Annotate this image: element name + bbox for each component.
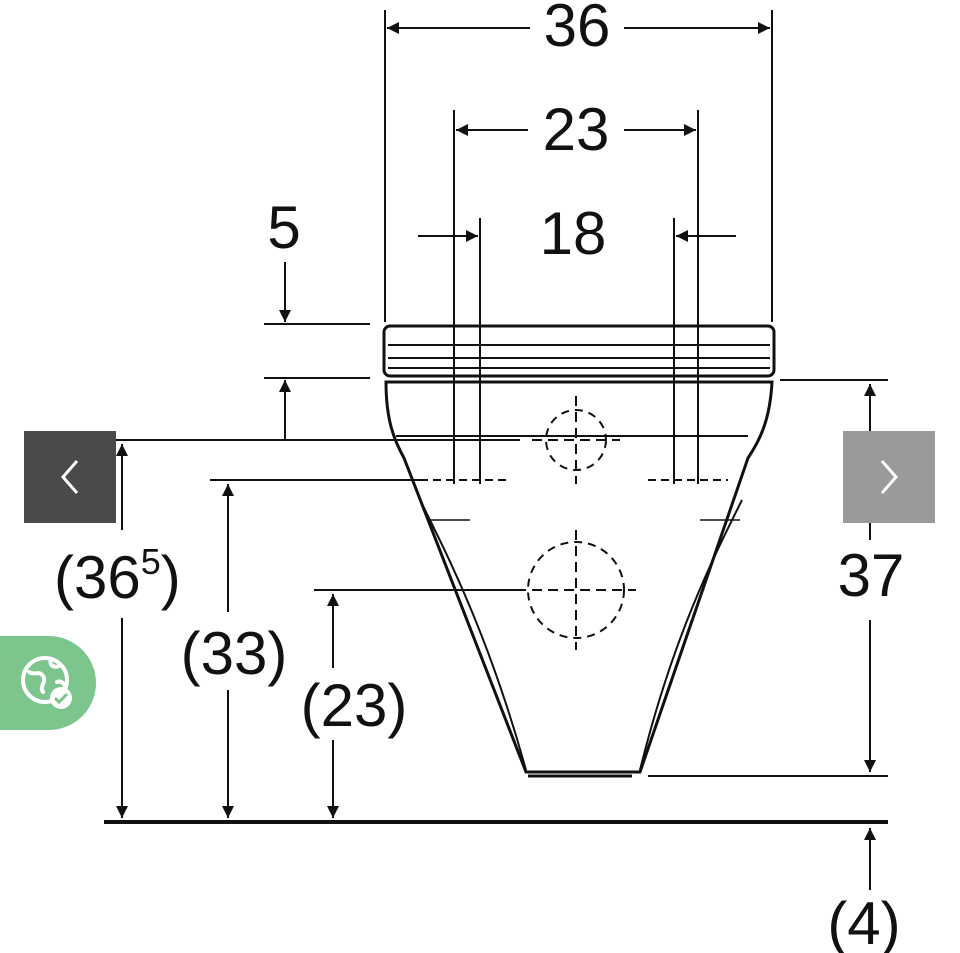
- dimension-arrows: [104, 22, 888, 890]
- chevron-left-icon: [61, 460, 79, 494]
- previous-image-button[interactable]: [24, 431, 116, 523]
- dim-overall-width: 36: [544, 0, 611, 59]
- dim-bowl-height: 37: [838, 542, 905, 609]
- dim-height-total: (365): [54, 541, 181, 611]
- dim-fixing-inner: 18: [540, 200, 607, 267]
- dim-height-total-close: ): [161, 544, 181, 611]
- dim-height-total-sup: 5: [141, 541, 161, 582]
- globe-check-badge[interactable]: [0, 636, 96, 730]
- next-image-button[interactable]: [843, 431, 935, 523]
- center-marks: [420, 396, 728, 650]
- dim-floor-offset: (4): [827, 890, 900, 953]
- toilet-outline: [382, 324, 776, 778]
- toilet-seat: [382, 324, 776, 378]
- dim-seat-offset: 5: [267, 194, 300, 261]
- chevron-right-icon: [880, 460, 898, 494]
- dim-fixing-outer: 23: [543, 96, 610, 163]
- globe-check-icon: [21, 656, 72, 709]
- lower-outlet-circle: [527, 541, 625, 639]
- dim-height-total-main: (36: [54, 544, 141, 611]
- dim-height-outlet: (23): [301, 672, 408, 739]
- toilet-bowl: [384, 380, 774, 774]
- dim-height-fixing: (33): [181, 620, 288, 687]
